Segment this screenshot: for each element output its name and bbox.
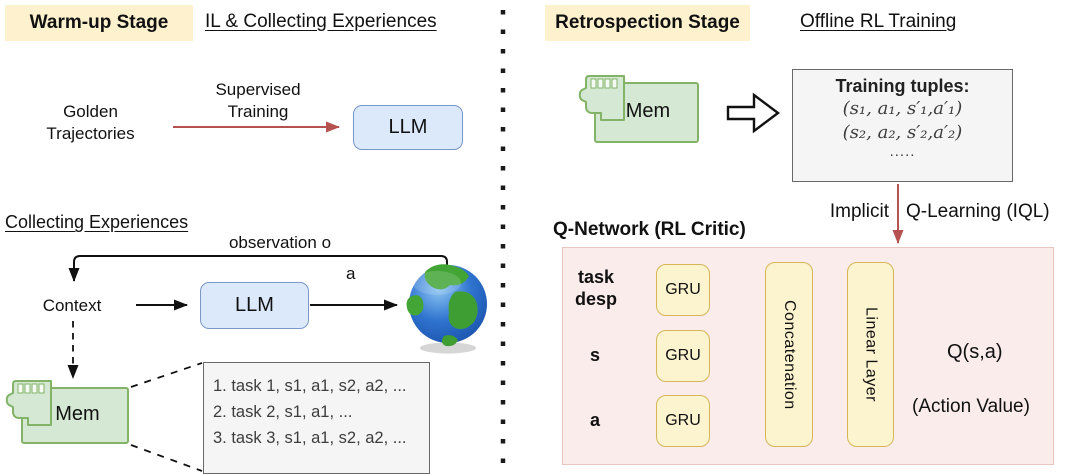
concatenation-label: Concatenation [781,299,798,410]
block-arrow-icon [726,92,780,134]
memory-zoom-dashed-line-top [130,362,203,388]
memory-icon-right [578,75,699,143]
iql-label-right: Q-Learning (IQL) [906,201,1050,222]
linear-layer-label: Linear Layer [862,307,880,402]
llm-label: LLM [388,116,428,138]
input-task-desp-label: task desp [574,267,617,309]
q-value-output-label: Q(s,a) [947,341,1003,363]
training-tuples-title: Training tuples: [835,76,970,96]
context-label: Context [42,296,102,315]
gru-node-state: GRU [656,330,710,382]
linear-layer-node: Linear Layer [847,262,894,447]
retrospection-stage-title: Offline RL Training [800,11,957,32]
warmup-stage-badge: Warm-up Stage [5,5,193,41]
warmup-stage-title: IL & Collecting Experiences [205,11,437,32]
collecting-experiences-heading: Collecting Experiences [5,212,189,232]
observation-loop-arrow [68,255,448,282]
memory-label-left: Mem [55,403,100,425]
memory-line: 2. task 2, s1, a1, ... [213,403,353,421]
llm-node-loop: LLM [200,282,309,329]
tuple-line: (s₁, a₁, s′₁,a′₁) [842,98,963,119]
retrospection-stage-label: Retrospection Stage [555,12,740,33]
llm-label: LLM [235,294,274,316]
gru-node-action: GRU [656,395,710,447]
action-label: a [346,264,356,283]
input-state-label: s [589,345,600,365]
qnetwork-heading: Q-Network (RL Critic) [553,219,746,240]
memory-icon-left [5,380,129,444]
observation-label: observation o [228,233,332,252]
input-action-label: a [589,410,600,430]
memory-zoom-dashed-line-bottom [130,444,203,472]
tuple-ellipsis: ..... [889,143,916,160]
warmup-stage-label: Warm-up Stage [29,12,169,33]
retrospection-stage-badge: Retrospection Stage [545,5,750,41]
globe-icon [406,264,487,354]
gru-node-taskdesp: GRU [656,264,710,316]
iql-label-left: Implicit [829,201,889,222]
memory-line: 3. task 3, s1, a1, s2, a2, ... [213,429,407,447]
golden-trajectories-label: Golden Trajectories [46,102,135,143]
memory-label-right: Mem [625,100,671,122]
supervised-training-label: Supervised Training [215,80,301,121]
llm-node-warmup: LLM [353,105,463,150]
tuple-line: (s₂, a₂, s′₂,a′₂) [842,122,963,143]
gru-label: GRU [665,412,701,429]
gru-label: GRU [665,347,701,364]
action-value-note: (Action Value) [912,396,1030,417]
memory-contents-box: 1. task 1, s1, a1, s2, a2, ... 2. task 2… [203,362,430,474]
training-tuples-box: Training tuples: (s₁, a₁, s′₁,a′₁) (s₂, … [792,69,1013,182]
memory-line: 1. task 1, s1, a1, s2, a2, ... [213,377,407,395]
gru-label: GRU [665,281,701,298]
concatenation-node: Concatenation [765,262,813,447]
